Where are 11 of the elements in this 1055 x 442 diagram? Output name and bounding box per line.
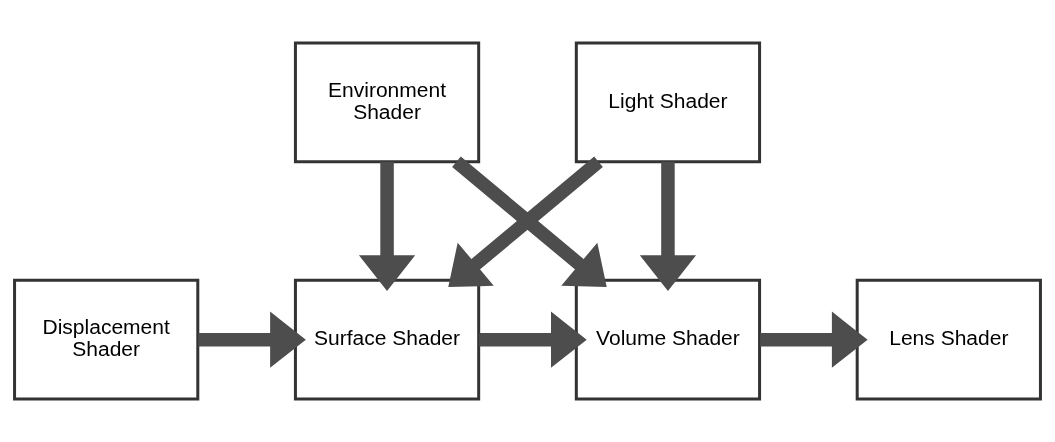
arrow xyxy=(639,161,697,291)
node-box: Environment Shader xyxy=(293,41,481,164)
arrow xyxy=(358,161,416,291)
arrow xyxy=(479,311,587,368)
node-box: Lens Shader xyxy=(855,278,1042,401)
arrow xyxy=(760,311,868,368)
arrow xyxy=(198,311,306,368)
node-box: Volume Shader xyxy=(574,278,762,401)
node-box: Light Shader xyxy=(574,41,762,164)
node-box: Surface Shader xyxy=(293,278,481,401)
node-box: Displacement Shader xyxy=(13,278,200,401)
